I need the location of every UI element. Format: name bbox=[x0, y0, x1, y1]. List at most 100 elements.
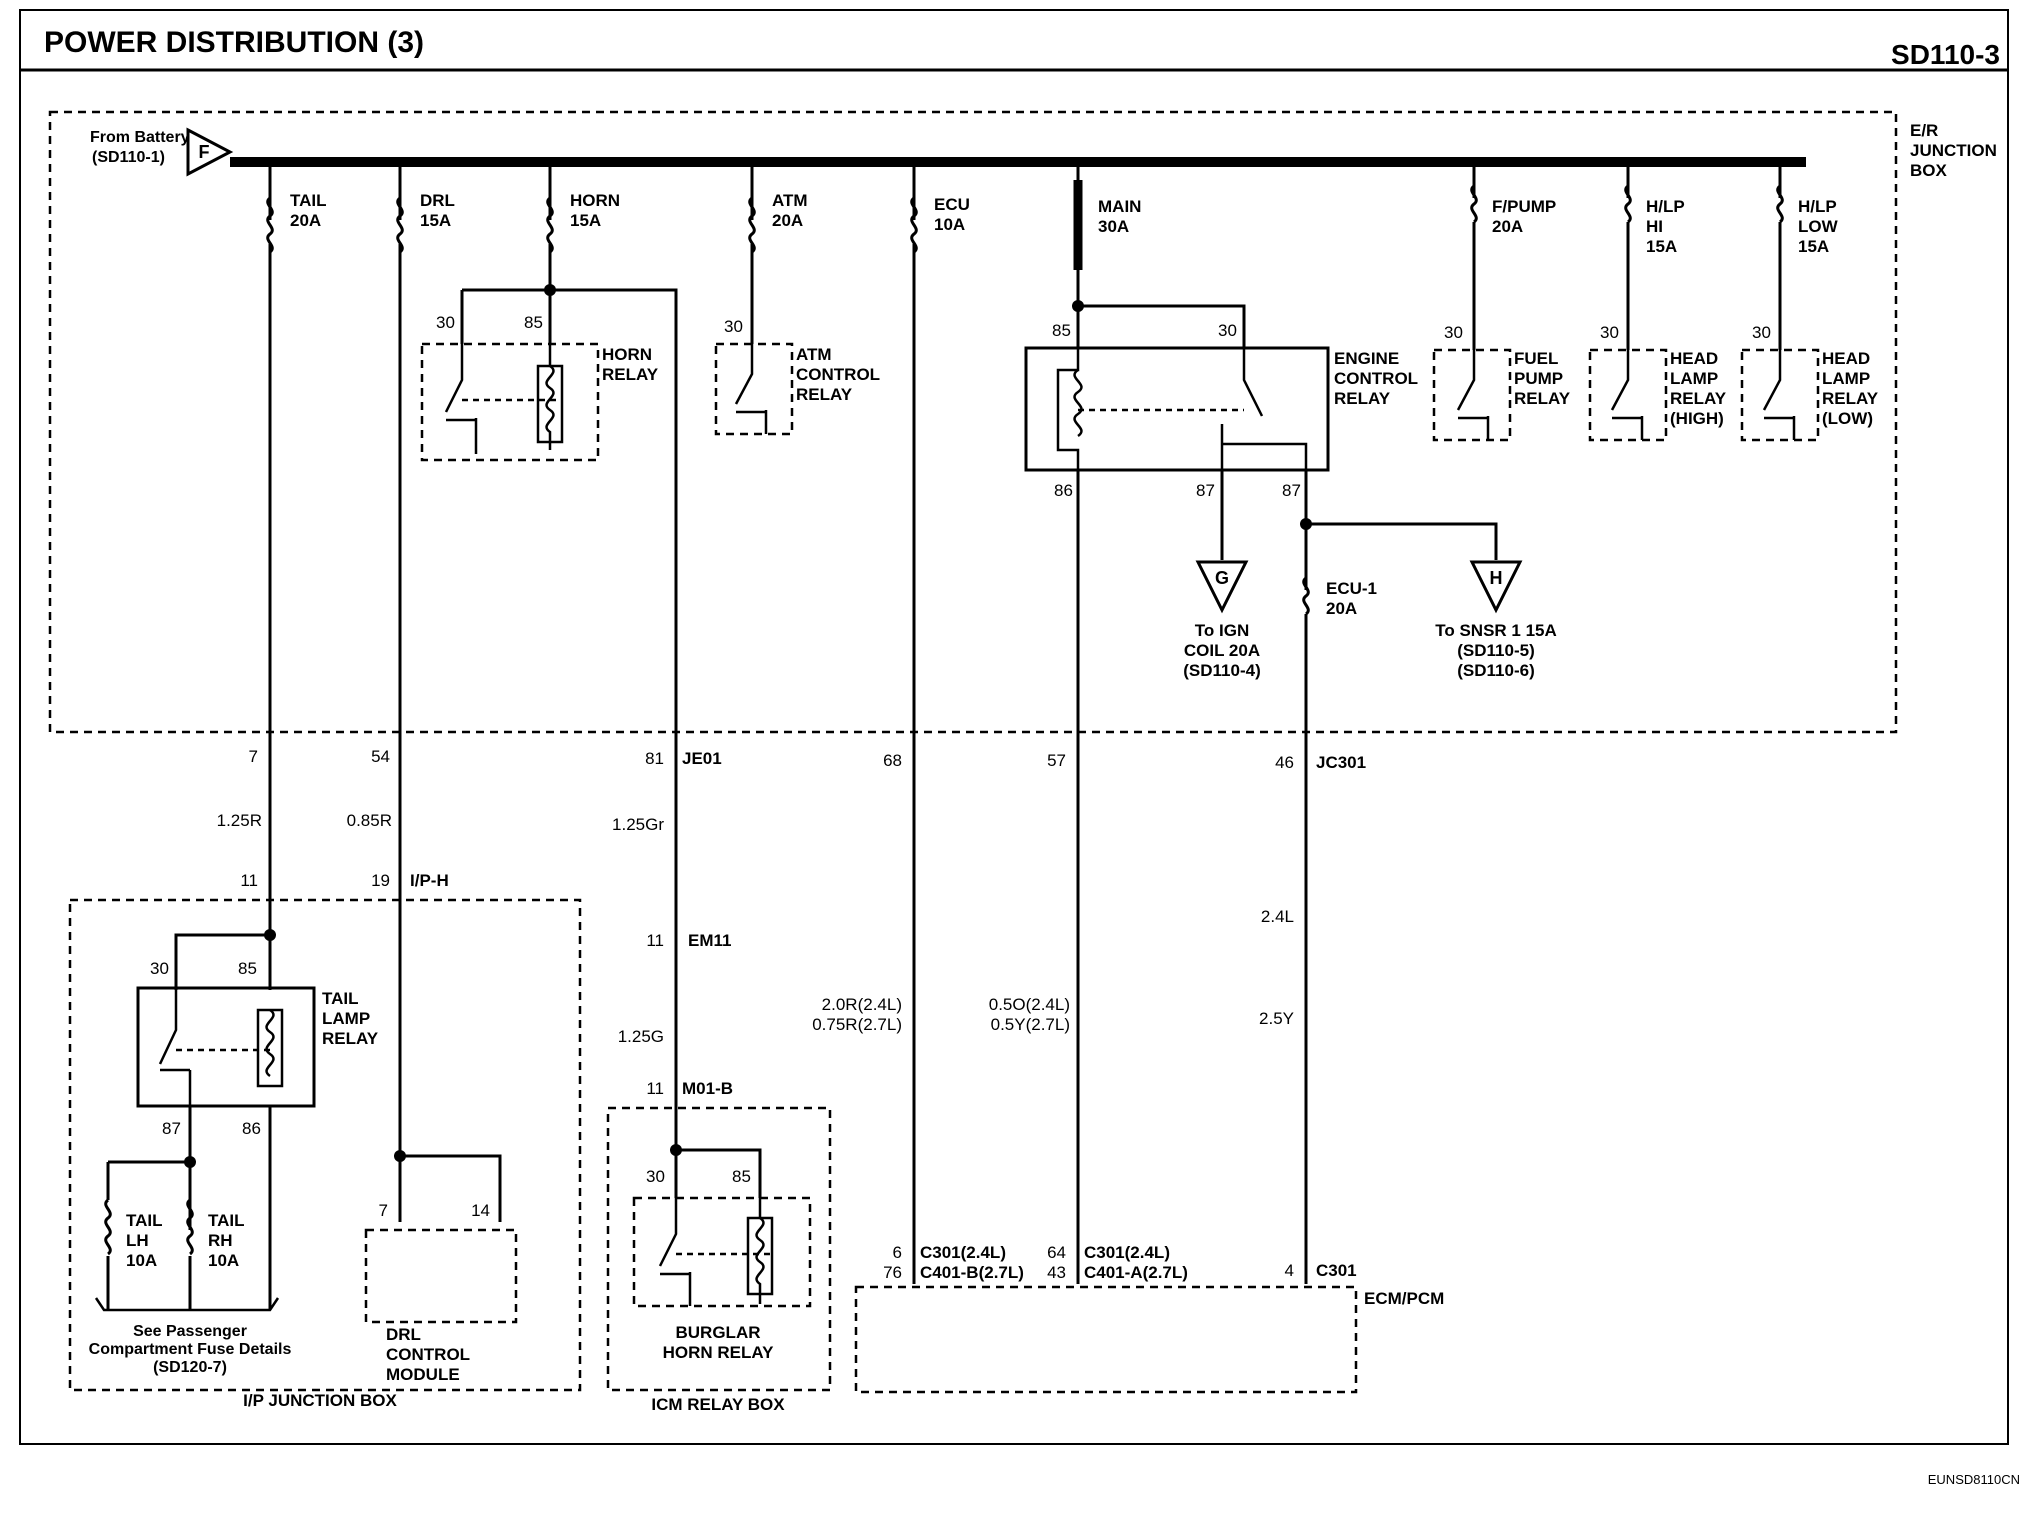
wire-spec-0-85r: 0.85R bbox=[347, 811, 392, 830]
fuse-ecu-rating: 10A bbox=[934, 215, 965, 234]
fuse-tail-lh-rating: 10A bbox=[126, 1251, 157, 1270]
burglar-relay-coil-icon bbox=[755, 1198, 765, 1304]
fuses bbox=[104, 184, 1784, 1256]
pin-7-drl: 7 bbox=[379, 1201, 388, 1220]
fuse-atm-name: ATM bbox=[772, 191, 808, 210]
fuse-ecu1-icon bbox=[1302, 576, 1310, 616]
fuse-ecu-icon bbox=[910, 196, 918, 254]
relay-fuel-l3: RELAY bbox=[1514, 389, 1571, 408]
dest-h-letter: H bbox=[1490, 568, 1503, 588]
conn-m01b: M01-B bbox=[682, 1079, 733, 1098]
wire-tail-30 bbox=[174, 933, 270, 990]
relay-hll-l1: HEAD bbox=[1822, 349, 1870, 368]
wire-horn-bridge bbox=[462, 288, 678, 740]
conn-c301-ecu1: C301 bbox=[1316, 1261, 1357, 1280]
pin-fuel-30: 30 bbox=[1444, 323, 1463, 342]
relay-tail-l1: TAIL bbox=[322, 989, 359, 1008]
page-title: POWER DISTRIBUTION (3) bbox=[44, 26, 424, 59]
pin-eng-30: 30 bbox=[1218, 321, 1237, 340]
fuse-fpump-name: F/PUMP bbox=[1492, 197, 1556, 216]
burglar-relay-switch bbox=[658, 1198, 692, 1306]
fuel-relay-switch bbox=[1456, 350, 1490, 440]
fuse-hlp-low-rating: 15A bbox=[1798, 237, 1829, 256]
engine-relay-switch bbox=[1220, 348, 1308, 470]
icm-box-label: ICM RELAY BOX bbox=[651, 1395, 785, 1414]
fuse-hlp-hi-name: H/LP bbox=[1646, 197, 1685, 216]
fuse-hlp-hi-sub: HI bbox=[1646, 217, 1663, 236]
horn-relay-outline bbox=[420, 342, 600, 462]
wire-spec-1-25gr: 1.25Gr bbox=[612, 815, 664, 834]
atm-relay-switch bbox=[734, 344, 768, 434]
tail-relay-coil-icon bbox=[265, 1008, 275, 1078]
relay-fuel-l1: FUEL bbox=[1514, 349, 1558, 368]
pin-eng-86: 86 bbox=[1054, 481, 1073, 500]
fuse-tail-rh-name: TAIL bbox=[208, 1211, 245, 1230]
pin-atm-30: 30 bbox=[724, 317, 743, 336]
fuse-tail-rating: 20A bbox=[290, 211, 321, 230]
relay-atm-l3: RELAY bbox=[796, 385, 853, 404]
pin-eng-87a: 87 bbox=[1196, 481, 1215, 500]
wire-tail-fuse-out bbox=[106, 1256, 192, 1310]
conn-c301-main: C301(2.4L) bbox=[1084, 1243, 1170, 1262]
relay-hlh-l3: RELAY bbox=[1670, 389, 1727, 408]
fuse-tail-lh-sub: LH bbox=[126, 1231, 149, 1250]
horn-relay-switch bbox=[444, 344, 478, 454]
fuse-fpump-icon bbox=[1470, 184, 1478, 224]
relay-tail-l2: LAMP bbox=[322, 1009, 370, 1028]
drl-module-outline bbox=[364, 1228, 518, 1324]
drl-module-l3: MODULE bbox=[386, 1365, 460, 1384]
conn-iph: I/P-H bbox=[410, 871, 449, 890]
dest-h-l3: (SD110-6) bbox=[1457, 661, 1534, 680]
passenger-bracket bbox=[94, 1297, 280, 1312]
pin-eng-87b: 87 bbox=[1282, 481, 1301, 500]
pin-tail-30: 30 bbox=[150, 959, 169, 978]
relay-tail-l3: RELAY bbox=[322, 1029, 379, 1048]
tail-relay-switch bbox=[158, 988, 192, 1106]
fuse-hlp-low-icon bbox=[1776, 184, 1784, 224]
pin-tail-85: 85 bbox=[238, 959, 257, 978]
conn-jc301: JC301 bbox=[1316, 753, 1366, 772]
wire-main-relay bbox=[1076, 270, 1246, 348]
hl-low-relay-outline bbox=[1740, 348, 1820, 442]
horn-relay-coil-icon bbox=[545, 344, 555, 450]
atm-relay-outline bbox=[714, 342, 794, 436]
burglar-relay-outline bbox=[632, 1196, 812, 1308]
wire-tail-out-86 bbox=[188, 1106, 272, 1310]
passenger-l3: (SD120-7) bbox=[153, 1359, 227, 1376]
footer-code: EUNSD8110CN bbox=[1928, 1472, 2020, 1487]
wire-spec-0-5o: 0.5O(2.4L) bbox=[989, 995, 1070, 1014]
fuse-tail-rh-rating: 10A bbox=[208, 1251, 239, 1270]
pin-11-ip: 11 bbox=[240, 871, 258, 890]
pin-burglar-30: 30 bbox=[646, 1167, 665, 1186]
tail-relay-coil-box bbox=[256, 1008, 284, 1088]
er-box-line1: E/R bbox=[1910, 121, 1938, 140]
pin-tail-87: 87 bbox=[162, 1119, 181, 1138]
pin-horn-85: 85 bbox=[524, 313, 543, 332]
dest-g-l3: (SD110-4) bbox=[1183, 661, 1260, 680]
pin-4: 4 bbox=[1285, 1261, 1294, 1280]
battery-from: From Battery bbox=[90, 129, 190, 146]
pin-76: 76 bbox=[883, 1263, 902, 1282]
pin-eng-85: 85 bbox=[1052, 321, 1071, 340]
pin-hlh-30: 30 bbox=[1600, 323, 1619, 342]
fuse-ecu1-rating: 20A bbox=[1326, 599, 1357, 618]
relay-engine-l1: ENGINE bbox=[1334, 349, 1399, 368]
relay-hll-l3: RELAY bbox=[1822, 389, 1879, 408]
fuse-tail-lh-name: TAIL bbox=[126, 1211, 163, 1230]
fuse-hlp-low-sub: LOW bbox=[1798, 217, 1839, 236]
burglar-relay-coil-box bbox=[746, 1216, 774, 1296]
pin-68: 68 bbox=[883, 751, 902, 770]
wire-spec-1-25r: 1.25R bbox=[217, 811, 262, 830]
dest-g-l1: To IGN bbox=[1195, 621, 1249, 640]
pin-horn-30: 30 bbox=[436, 313, 455, 332]
fuse-main-name: MAIN bbox=[1098, 197, 1141, 216]
wire-spec-0-75r: 0.75R(2.7L) bbox=[812, 1015, 902, 1034]
hl-high-relay-switch bbox=[1610, 350, 1644, 440]
relay-atm-l2: CONTROL bbox=[796, 365, 880, 384]
ip-junction-box-outline bbox=[68, 898, 582, 1392]
relay-burglar-l2: HORN RELAY bbox=[663, 1343, 774, 1362]
fuse-tail-name: TAIL bbox=[290, 191, 327, 210]
passenger-l1: See Passenger bbox=[133, 1323, 247, 1340]
fuse-horn-rating: 15A bbox=[570, 211, 601, 230]
